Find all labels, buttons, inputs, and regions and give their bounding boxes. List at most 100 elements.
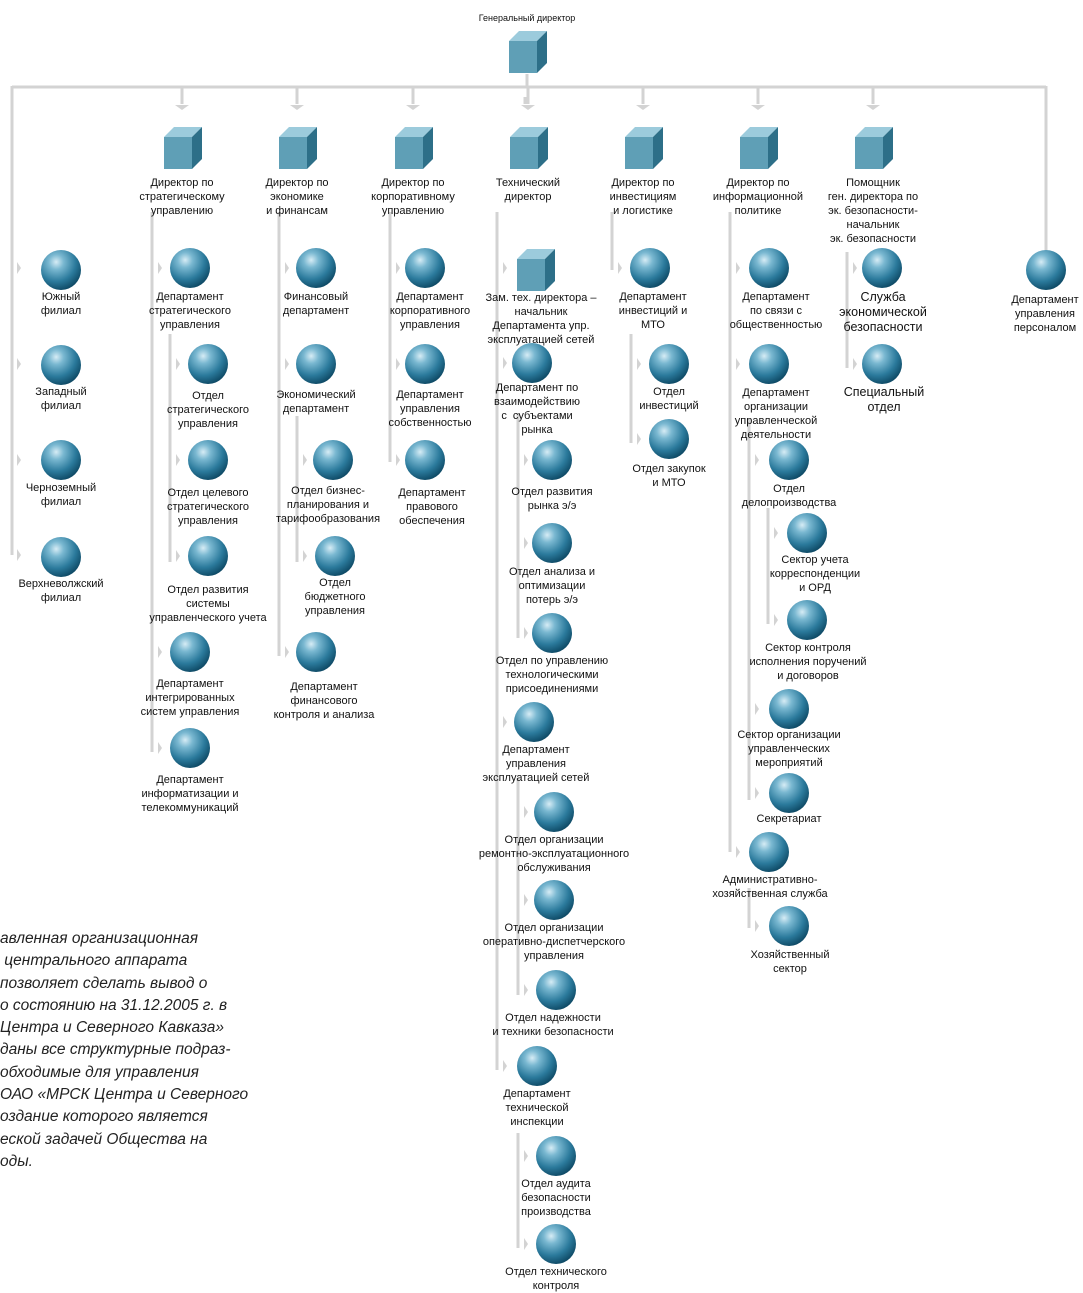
department-sphere-icon <box>536 1136 576 1176</box>
department-sphere-icon <box>170 632 210 672</box>
connector-arrow <box>406 105 420 110</box>
department-sphere-icon <box>170 248 210 288</box>
connector-arrow <box>524 1238 528 1250</box>
node-label: Департамент стратегического управления <box>148 291 232 331</box>
director-label: Помощник ген. директора по эк. безопасно… <box>827 177 919 245</box>
connector-arrow <box>524 806 528 818</box>
department-sphere-icon <box>749 344 789 384</box>
department-sphere-icon <box>787 513 827 553</box>
node-label: Департамент инвестиций и МТО <box>618 291 688 331</box>
department-sphere-icon <box>296 248 336 288</box>
connector-arrow <box>396 262 400 274</box>
node-label: Служба экономической безопасности <box>839 290 927 334</box>
node-label: Зам. тех. директора – начальник Департам… <box>485 292 597 346</box>
node-label: Департамент финансового контроля и анали… <box>273 681 375 721</box>
connector-arrow <box>503 357 507 369</box>
connector-arrow <box>524 1150 528 1162</box>
director-cube <box>164 127 202 169</box>
department-sphere-icon <box>769 689 809 729</box>
department-sphere-icon <box>517 1046 557 1086</box>
connector-arrow <box>866 105 880 110</box>
department-sphere-icon <box>749 248 789 288</box>
department-sphere-icon <box>41 345 81 385</box>
connector-arrow <box>736 846 740 858</box>
department-sphere-icon <box>769 440 809 480</box>
department-sphere-icon <box>532 440 572 480</box>
node-label: Департамент по связи с общественностью <box>729 291 823 331</box>
connector-arrow <box>303 550 307 562</box>
connector-arrow <box>524 894 528 906</box>
department-sphere-icon <box>512 343 552 383</box>
node-label: Отдел закупок и МТО <box>632 463 706 489</box>
connector-arrow <box>521 105 535 110</box>
connector-arrow <box>158 646 162 658</box>
node-label: Сектор учета корреспонденции и ОРД <box>769 554 861 594</box>
node-label: Отдел по управлению технологическими при… <box>495 655 609 695</box>
connector-arrow <box>755 787 759 799</box>
department-sphere-icon <box>787 600 827 640</box>
connector-arrow <box>290 105 304 110</box>
connector-arrow <box>774 614 778 626</box>
node-label: Финансовый департамент <box>282 291 350 317</box>
connector-lines <box>10 74 1048 1250</box>
department-sphere-icon <box>534 792 574 832</box>
department-sphere-icon <box>534 880 574 920</box>
node-label: Департамент управления персоналом <box>1011 294 1079 334</box>
node-label: Экономический департамент <box>276 389 356 415</box>
department-sphere-icon <box>296 632 336 672</box>
connector-arrow <box>755 920 759 932</box>
node-label: Секретариат <box>756 813 822 825</box>
department-sphere-icon <box>536 970 576 1010</box>
connector-arrow <box>17 262 21 274</box>
node-label: Специальный отдел <box>843 385 925 414</box>
node-label: Отдел организации ремонтно-эксплуатацион… <box>478 834 630 874</box>
department-sphere-icon <box>315 536 355 576</box>
node-label: Департамент технической инспекции <box>503 1088 571 1128</box>
node-label: Административно- хозяйственная служба <box>712 874 828 900</box>
connector-arrow <box>524 454 528 466</box>
node-label: Хозяйственный сектор <box>750 949 830 975</box>
director-label: Директор по стратегическому управлению <box>139 177 225 217</box>
director-label: Технический директор <box>495 177 561 203</box>
department-sphere-icon <box>188 344 228 384</box>
org-shapes <box>41 31 1066 1264</box>
director-cube <box>740 127 778 169</box>
connector-arrow <box>755 703 759 715</box>
director-cube <box>395 127 433 169</box>
connector-arrow <box>285 646 289 658</box>
node-label: Сектор контроля исполнения поручений и д… <box>749 642 867 682</box>
department-sphere-icon <box>41 440 81 480</box>
connector-arrow <box>774 527 778 539</box>
department-sphere-icon <box>296 344 336 384</box>
connector-arrow <box>503 1060 507 1072</box>
connector-arrow <box>736 358 740 370</box>
department-sphere-icon <box>41 250 81 290</box>
node-label: Департамент организации управленческой д… <box>734 387 818 441</box>
node-label: Департамент управления эксплуатацией сет… <box>482 744 590 784</box>
department-sphere-icon <box>862 248 902 288</box>
department-sphere-icon <box>170 728 210 768</box>
director-cube <box>279 127 317 169</box>
department-sphere-icon <box>405 440 445 480</box>
connector-arrow <box>17 549 21 561</box>
department-sphere-icon <box>405 344 445 384</box>
director-label: Директор по инвестициям и логистике <box>609 177 677 217</box>
connector-arrow <box>751 105 765 110</box>
general-director-cube <box>509 31 547 73</box>
director-cube <box>855 127 893 169</box>
connector-arrow <box>524 984 528 996</box>
node-label: Отдел аудита безопасности производства <box>521 1178 591 1218</box>
node-label: Департамент корпоративного управления <box>389 291 471 331</box>
connector-arrow <box>176 358 180 370</box>
connector-arrow <box>176 454 180 466</box>
connector-arrow <box>17 358 21 370</box>
connector-arrow <box>736 262 740 274</box>
connector-arrow <box>176 550 180 562</box>
node-label: Отдел развития рынка э/э <box>511 486 593 512</box>
node-label: Отдел развития системы управленческого у… <box>149 584 267 624</box>
connector-arrow <box>396 454 400 466</box>
node-label: Отдел инвестиций <box>639 386 699 412</box>
director-label: Директор по информационной политике <box>712 177 804 217</box>
connector-arrow <box>17 454 21 466</box>
node-label: Департамент интегрированных систем управ… <box>140 678 240 718</box>
